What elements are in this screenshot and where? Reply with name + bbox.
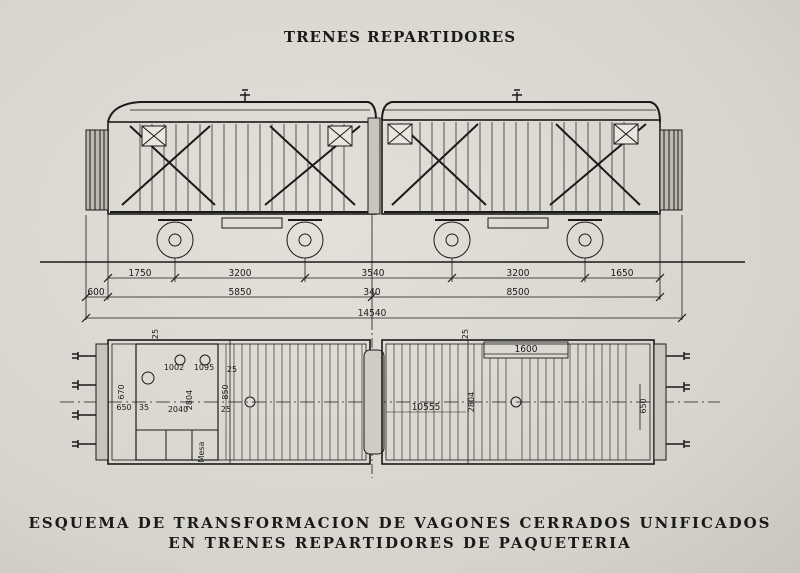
dim-25-a: 25 [151,329,160,339]
wagon-right-elevation [381,89,683,259]
dim-10555: 10555 [412,402,441,413]
dim-3200-a: 3200 [229,268,252,279]
dim-600: 600 [87,287,104,298]
dim-1002: 1002 [164,363,184,372]
dim-25-c: 25 [221,405,231,414]
dim-3540: 3540 [362,268,385,279]
dim-2804-b: 2804 [467,392,476,412]
caption-line-1: ESQUEMA DE TRANSFORMACION DE VAGONES CER… [28,514,772,532]
caption-line-2: EN TRENES REPARTIDORES DE PAQUETERIA [168,534,632,552]
dim-1600: 1600 [515,344,538,355]
dim-2040: 2040 [168,405,188,414]
dim-1095: 1095 [194,363,214,372]
dim-25-d: 25 [227,365,237,374]
elevation-view [40,89,745,263]
dim-5850: 5850 [229,287,252,298]
wagon-left-elevation [85,89,377,259]
dimension-lines [81,215,687,323]
label-mesa: Mesa [197,441,206,462]
dim-1750: 1750 [129,268,152,279]
dim-25-b: 25 [461,329,470,339]
page-title: TRENES REPARTIDORES [283,28,517,46]
dim-850: 850 [221,384,230,399]
dim-1650: 1650 [611,268,634,279]
dim-340: 340 [363,287,380,298]
dim-2804-a: 2804 [185,390,194,410]
dim-8500: 8500 [507,287,530,298]
dim-35: 35 [139,403,149,412]
dim-650-left: 650 [116,403,131,412]
dim-3200-b: 3200 [507,268,530,279]
dim-14540: 14540 [358,308,387,319]
plan-view [60,320,720,478]
dimension-labels: 1750 3200 3540 3200 1650 600 5850 340 85… [87,268,648,462]
dim-670: 670 [117,384,126,399]
dim-650-right: 650 [639,398,648,413]
